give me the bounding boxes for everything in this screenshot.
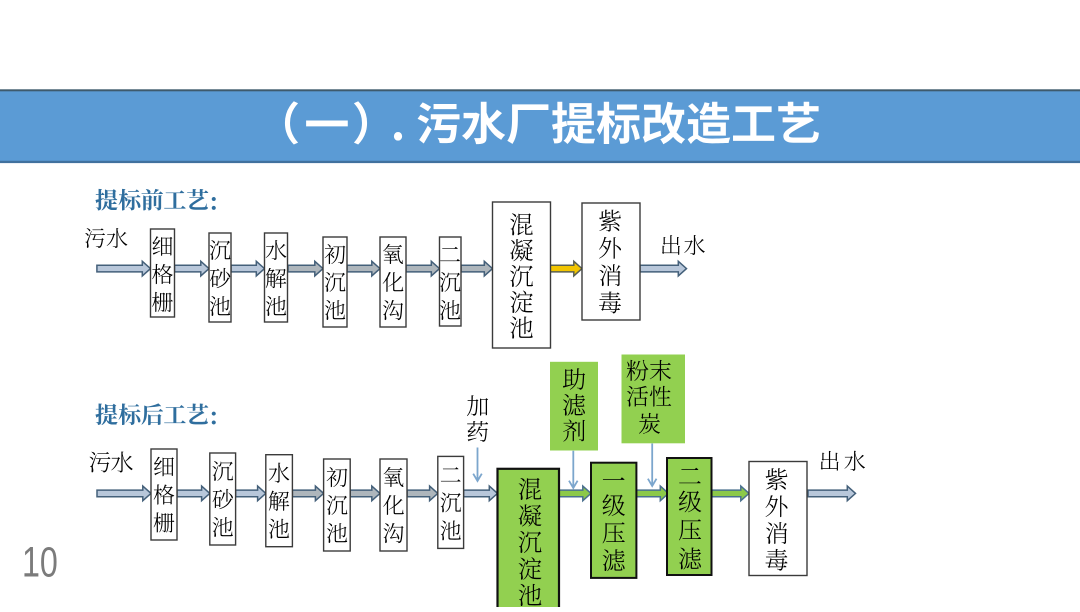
svg-text:10: 10 <box>22 539 58 587</box>
